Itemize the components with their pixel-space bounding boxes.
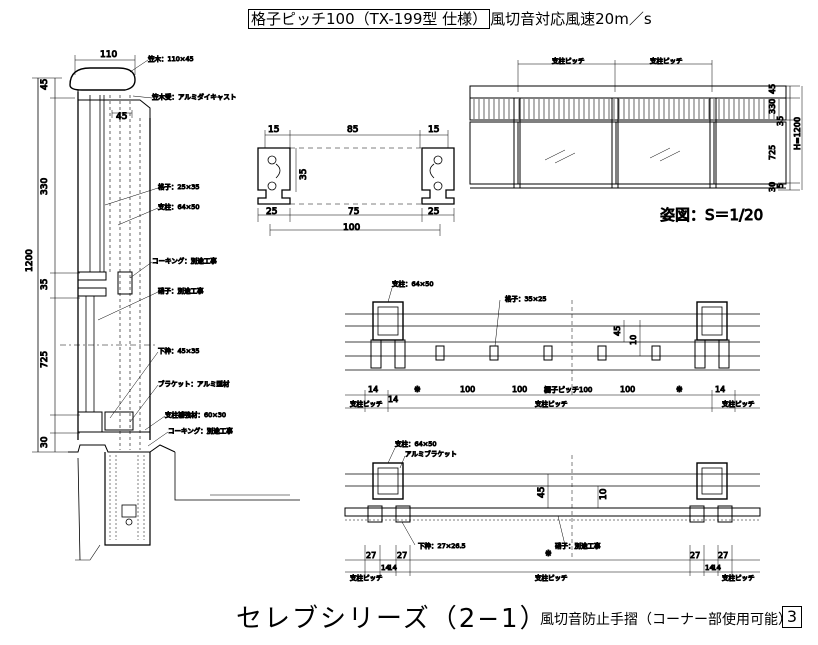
plan-upper-dim-100-a: 100 [460, 385, 475, 394]
plan-lower-pitch-left: 支柱ピッチ [350, 573, 383, 582]
header-boxed-title: 格子ピッチ100（TX-199型 仕様） [248, 9, 491, 29]
header-title-suffix: 風切音対応風速20m／s [490, 10, 652, 28]
plan-upper-lattice-label: 格子：35×25 [505, 294, 547, 303]
label-handrail-bracket: 笠木受：アルミダイキャスト [152, 92, 236, 101]
profile-dim-15-left: 15 [268, 125, 279, 135]
profile-section [257, 130, 455, 236]
plan-lower-dim-14-d: 14 [712, 564, 721, 572]
label-glass: 硝子：別途工事 [158, 286, 204, 295]
plan-lower-post-label: 支柱：64×50 [395, 439, 437, 448]
plan-lower-dim-10: 10 [599, 488, 609, 500]
elev-dim-35: 35 [776, 116, 785, 126]
plan-lower-dim-27-a: 27 [366, 551, 376, 560]
side-dim-725: 725 [40, 351, 50, 368]
elev-pitch-label-2: 支柱ピッチ [650, 56, 683, 65]
plan-lower-pitch-right: 支柱ピッチ [722, 573, 755, 582]
side-section [32, 55, 300, 561]
series-title: セレブシリーズ（2−1） [236, 604, 548, 634]
profile-dim-85: 85 [347, 125, 358, 135]
profile-dim-35: 35 [299, 169, 309, 180]
elev-dim-5: 5 [776, 183, 785, 188]
label-lower-rail: 下枠：45×35 [158, 346, 200, 355]
label-reinforce: 支柱補強材：60×30 [165, 410, 226, 419]
label-lattice: 格子：25×35 [158, 182, 200, 191]
plan-upper-dim-100-c: 100 [620, 385, 635, 394]
elev-dim-725: 725 [768, 145, 777, 160]
elev-total-height: H=1200 [793, 117, 802, 150]
profile-dim-25-right: 25 [428, 207, 439, 217]
plan-upper-dim-14-b: 14 [715, 385, 725, 394]
side-dim-330: 330 [40, 178, 50, 195]
plan-lower-dim-14-b: 14 [388, 564, 397, 572]
plan-lower [344, 447, 761, 576]
plan-upper-dim-pitch100: 欄子ピッチ100 [544, 385, 592, 394]
label-caulking-1: コーキング：別途工事 [152, 256, 217, 265]
profile-dim-25-left: 25 [266, 207, 277, 217]
elevation [469, 60, 803, 191]
plan-lower-dim-27-b: 27 [397, 551, 407, 560]
plan-lower-dim-14-a: 14 [381, 564, 390, 572]
plan-upper-dim-14-c: 14 [388, 395, 398, 404]
profile-dim-100: 100 [343, 223, 360, 233]
plan-upper-dim-45: 45 [613, 326, 622, 336]
plan-upper-dim-mark-a: ※ [414, 385, 421, 394]
plan-lower-dim-45: 45 [537, 487, 547, 498]
elevation-lattice [473, 99, 780, 119]
plan-upper-pitch-center: 支柱ピッチ [535, 399, 568, 408]
plan-upper-pitch-left: 支柱ピッチ [350, 399, 383, 408]
side-dim-35: 35 [40, 279, 50, 290]
plan-upper-post-label: 支柱：64×50 [392, 279, 434, 288]
label-post: 支柱：64×50 [158, 202, 200, 211]
plan-lower-dim-14-c: 14 [705, 564, 714, 572]
plan-upper-pitch-right: 支柱ピッチ [722, 399, 755, 408]
elev-pitch-label-1: 支柱ピッチ [552, 56, 585, 65]
side-dim-30: 30 [40, 436, 50, 448]
plan-upper-dim-14-a: 14 [368, 385, 378, 394]
header-title: 格子ピッチ100（TX-199型 仕様）風切音対応風速20m／s [248, 8, 652, 29]
plan-lower-glass-label: 硝子：別途工事 [555, 541, 601, 550]
elev-dim-330: 330 [768, 99, 777, 114]
profile-dim-15-right: 15 [428, 125, 439, 135]
label-handrail: 笠木：110×45 [148, 54, 194, 63]
elev-scale-label: 姿図：S＝1/20 [660, 206, 763, 224]
plan-lower-frame-label: 下枠：27×26.5 [418, 541, 466, 550]
plan-lower-mark: ※ [545, 549, 552, 558]
page-number: 3 [782, 606, 802, 628]
side-dim-1200: 1200 [25, 249, 35, 272]
label-bracket: ブラケット：アルミ型材 [158, 379, 230, 388]
plan-lower-pitch-center: 支柱ピッチ [535, 573, 568, 582]
elev-dim-45: 45 [768, 84, 777, 94]
plan-lower-dim-27-d: 27 [718, 551, 728, 560]
side-dim-45: 45 [40, 79, 50, 90]
label-caulking-2: コーキング：別途工事 [168, 426, 233, 435]
side-dim-110: 110 [100, 50, 117, 60]
plan-upper-dim-mark-b: ※ [676, 385, 683, 394]
plan-upper-dim-100-b: 100 [512, 385, 527, 394]
plan-upper [345, 287, 760, 412]
side-dim-45-inner: 45 [116, 112, 127, 122]
profile-dim-75: 75 [348, 207, 359, 217]
series-subtitle: 風切音防止手摺（コーナー部使用可能） [540, 612, 792, 628]
plan-upper-dim-10: 10 [629, 335, 638, 345]
plan-lower-dim-27-c: 27 [690, 551, 700, 560]
plan-lower-bracket-label: アルミブラケット [405, 449, 457, 458]
elev-dim-30: 30 [768, 182, 777, 192]
